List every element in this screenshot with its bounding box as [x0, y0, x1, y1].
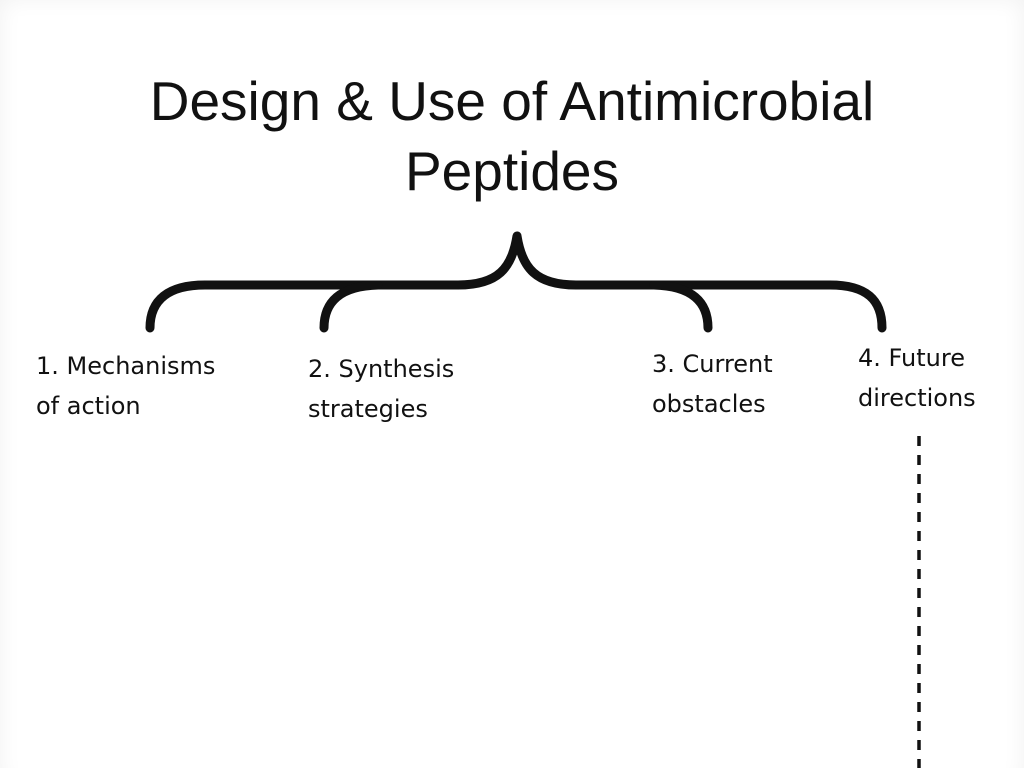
- topic-4-line-1: 4. Future: [858, 344, 965, 372]
- slide-body: [18, 16, 1006, 768]
- curly-brace-outer: [145, 231, 887, 333]
- topic-future-directions: 4. Future directions: [858, 338, 976, 418]
- topic-3-line-1: 3. Current: [652, 350, 773, 378]
- topic-2-line-2: strategies: [308, 395, 428, 423]
- topic-current-obstacles: 3. Current obstacles: [652, 344, 773, 424]
- topic-1-line-1: 1. Mechanisms: [36, 352, 216, 380]
- topic-mechanisms-of-action: 1. Mechanisms of action: [36, 346, 215, 426]
- topic-4-line-2: directions: [858, 384, 976, 412]
- curly-brace-inner: [319, 280, 713, 333]
- topic-1-line-2: of action: [36, 392, 141, 420]
- slide-title-line-2: Peptides: [404, 140, 620, 202]
- topic-3-line-2: obstacles: [652, 390, 766, 418]
- slide-title-line-1: Design & Use of Antimicrobial: [149, 70, 875, 132]
- topic-2-line-1: 2. Synthesis: [308, 355, 455, 383]
- topic-synthesis-strategies: 2. Synthesis strategies: [308, 349, 454, 429]
- slide-title: Design & Use of Antimicrobial Peptides: [0, 66, 1024, 206]
